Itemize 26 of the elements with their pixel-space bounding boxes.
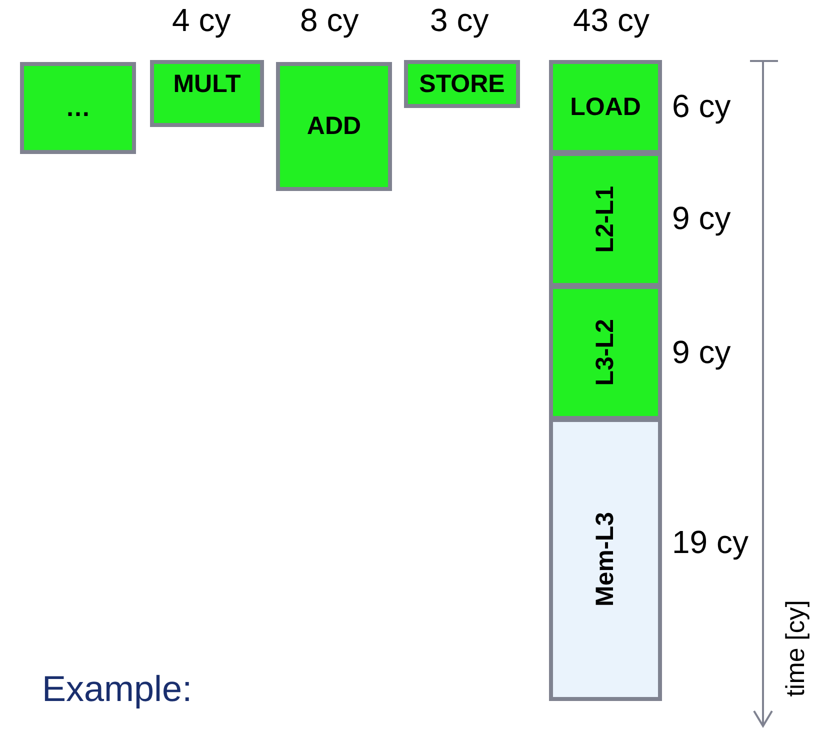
block-label: … xyxy=(66,94,90,122)
block-label: L2-L1 xyxy=(591,186,620,253)
cycle-count: 3 cy xyxy=(430,2,489,39)
cycle-count: 9 cy xyxy=(672,334,731,371)
instruction-block xyxy=(150,60,264,127)
instruction-block xyxy=(549,152,662,287)
instruction-block xyxy=(549,285,662,420)
instruction-block xyxy=(549,418,662,701)
block-label: L3-L2 xyxy=(591,319,620,386)
instruction-block xyxy=(404,60,520,108)
cycle-count: 6 cy xyxy=(672,88,731,125)
axis-label: time [cy] xyxy=(780,600,811,697)
cycle-count: 4 cy xyxy=(172,2,231,39)
instruction-block xyxy=(20,62,136,154)
block-label: Mem-L3 xyxy=(591,512,620,607)
block-label: MULT xyxy=(173,70,241,99)
instruction-block xyxy=(276,62,392,191)
block-label: LOAD xyxy=(570,92,641,122)
example-heading: Example: xyxy=(42,668,192,710)
instruction-block xyxy=(549,60,662,154)
block-label: ADD xyxy=(306,112,362,141)
cycle-count: 8 cy xyxy=(300,2,359,39)
block-label: STORE xyxy=(419,70,505,99)
cycle-count: 43 cy xyxy=(573,2,650,39)
cycle-count: 19 cy xyxy=(672,524,748,561)
cycle-count: 9 cy xyxy=(672,200,731,237)
